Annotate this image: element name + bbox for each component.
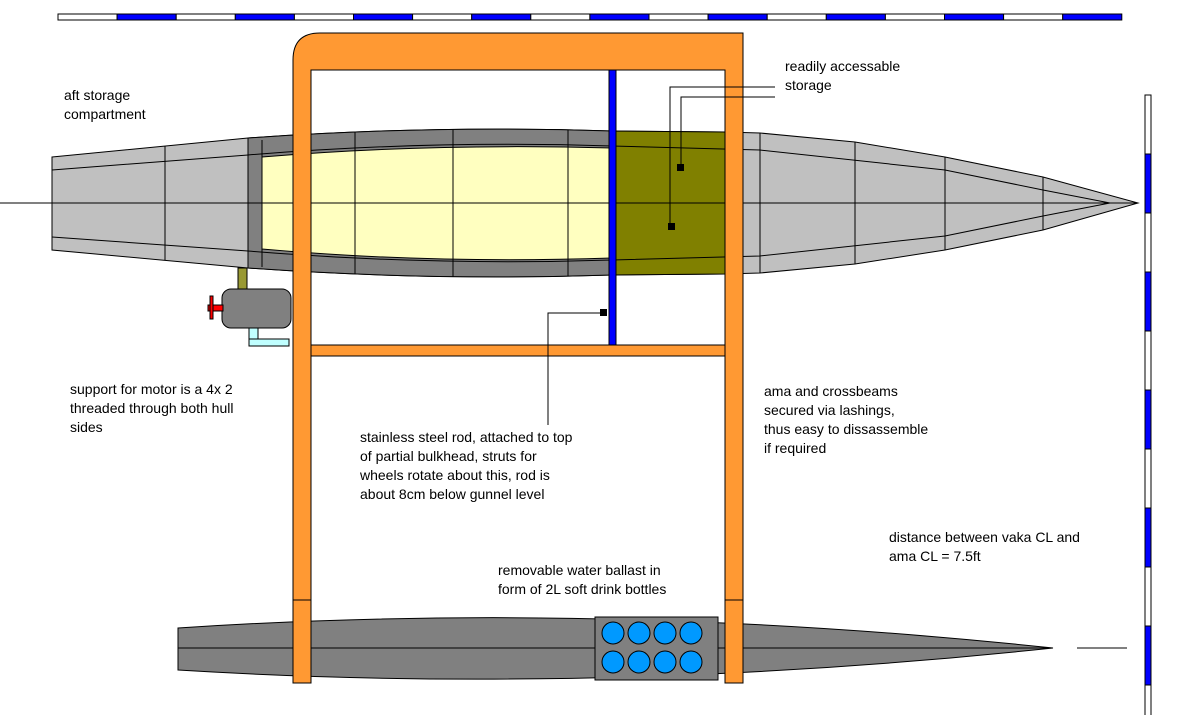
bottle — [627, 650, 651, 674]
scale-segment — [412, 13, 473, 21]
label-ama-crossbeams: ama and crossbeams secured via lashings,… — [764, 383, 929, 456]
scale-segment — [1003, 13, 1064, 21]
scale-segment — [648, 13, 709, 21]
scale-segment — [116, 13, 177, 21]
scale-segment — [353, 13, 414, 21]
scale-segment — [1062, 13, 1123, 21]
scale-segment — [175, 13, 236, 21]
scale-segment — [1144, 566, 1152, 627]
scale-segment — [589, 13, 650, 21]
scale-segment — [1144, 507, 1152, 568]
scale-segment — [530, 13, 591, 21]
bottle — [627, 621, 651, 645]
label-readily-storage: readily accessable storage — [785, 58, 901, 93]
label-distance: distance between vaka CL and ama CL = 7.… — [889, 529, 1080, 564]
leader-lines — [547, 86, 775, 425]
crossbeam-frame — [292, 32, 744, 684]
outboard-motor — [207, 267, 292, 347]
horizontal-scale-bar — [57, 13, 1123, 21]
vertical-scale-bar — [1144, 94, 1152, 715]
scale-segment — [471, 13, 532, 21]
scale-segment — [825, 13, 886, 21]
propeller-icon — [207, 304, 224, 312]
bottle — [601, 650, 625, 674]
bottle — [679, 650, 703, 674]
scale-segment — [57, 13, 118, 21]
scale-segment — [1144, 94, 1152, 155]
scale-segment — [707, 13, 768, 21]
label-steel-rod: stainless steel rod, attached to top of … — [360, 429, 573, 502]
scale-segment — [234, 13, 295, 21]
vaka-hull — [0, 128, 1140, 278]
scale-segment — [1144, 271, 1152, 332]
scale-segment — [1144, 153, 1152, 214]
ama-hull — [177, 616, 1127, 681]
scale-segment — [1144, 625, 1152, 686]
scale-segment — [944, 13, 1005, 21]
label-aft-storage: aft storage compartment — [64, 87, 146, 122]
scale-segment — [766, 13, 827, 21]
bottle — [653, 621, 677, 645]
scale-segment — [1144, 448, 1152, 509]
label-ballast: removable water ballast in form of 2L so… — [498, 562, 667, 597]
bottle — [679, 621, 703, 645]
scale-segment — [1144, 212, 1152, 273]
label-motor-support: support for motor is a 4x 2 threaded thr… — [70, 381, 234, 435]
scale-segment — [1144, 684, 1152, 715]
scale-segment — [1144, 389, 1152, 450]
scale-segment — [884, 13, 946, 21]
bottle — [601, 621, 625, 645]
water-bottles — [601, 621, 703, 674]
stainless-steel-rod — [608, 69, 617, 346]
scale-segment — [293, 13, 354, 21]
bottle — [653, 650, 677, 674]
scale-segment — [1144, 330, 1152, 391]
